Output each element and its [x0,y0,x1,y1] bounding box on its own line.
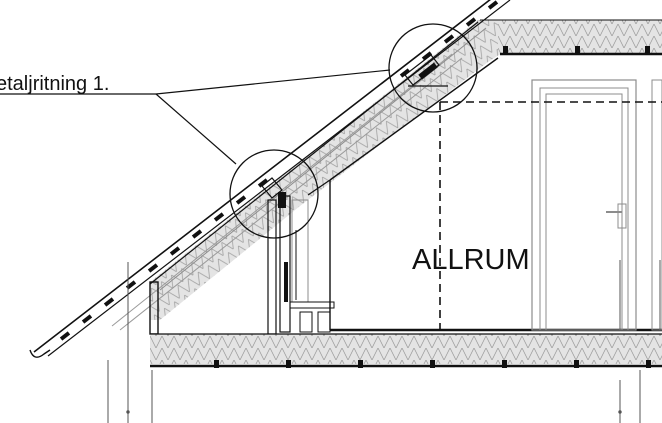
callout-label: etaljritning 1. [0,73,109,95]
roof-insulation [150,20,510,320]
sloped-ceiling [307,57,499,330]
room-outline [439,101,662,330]
upper-ceiling [480,19,662,56]
gutter [29,349,51,358]
detail-callout [0,23,478,239]
detail-circle-1 [229,149,319,239]
structural-lines [107,260,661,423]
door [531,79,662,331]
door-handle-icon [606,203,627,229]
roof-slope [29,0,511,358]
detail-circle-2 [388,23,478,113]
roof-tiles [59,0,499,341]
room-name-label: ALLRUM [412,244,530,276]
floor-slab [150,328,662,368]
